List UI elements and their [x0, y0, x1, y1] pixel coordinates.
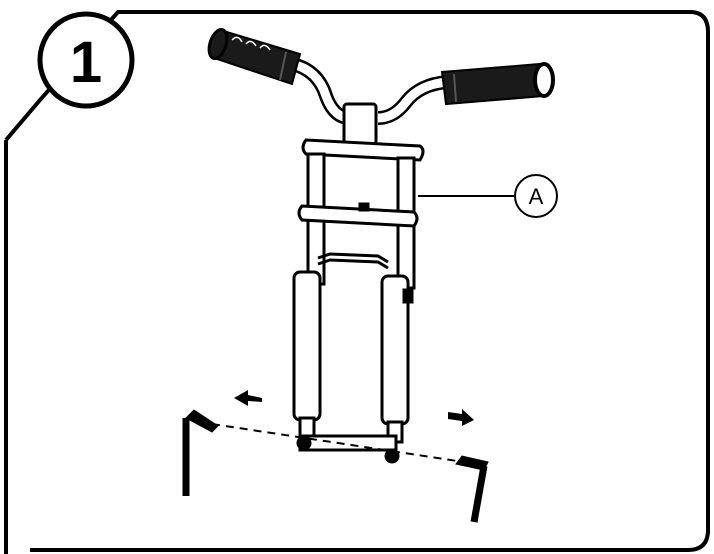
right-grip — [440, 62, 555, 106]
top-crown — [301, 138, 425, 162]
left-grip — [207, 28, 302, 86]
axle-bar — [296, 434, 400, 464]
step-badge: 1 — [37, 11, 135, 109]
callout-a: A — [418, 174, 558, 218]
step-number: 1 — [70, 30, 102, 95]
middle-crown — [297, 202, 419, 228]
fork-lower-legs — [292, 270, 414, 444]
handlebar-clamp — [342, 102, 378, 146]
handlebar — [290, 57, 449, 125]
panel-frame — [4, 10, 710, 554]
alignment-line — [211, 423, 465, 463]
arrow-left — [234, 390, 262, 406]
callout-label: A — [529, 184, 544, 209]
arrow-right — [448, 409, 474, 426]
left-peg — [182, 409, 219, 496]
right-peg — [455, 455, 489, 523]
fork-brace — [317, 252, 389, 270]
